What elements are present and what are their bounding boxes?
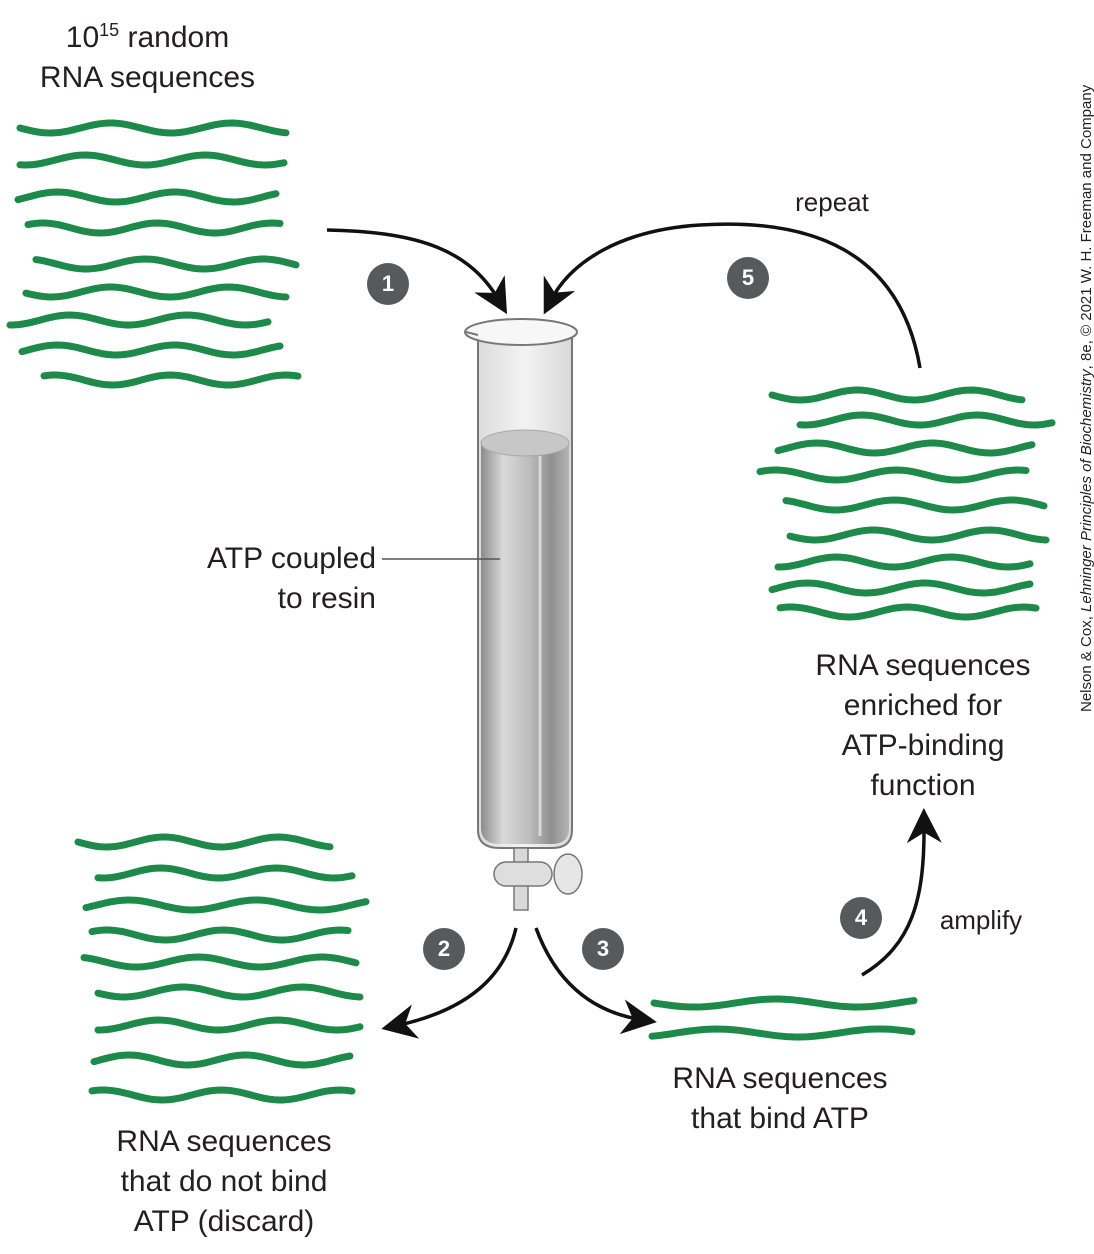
- enriched-label: RNA sequences enriched for ATP-binding f…: [790, 646, 1056, 806]
- rna-strand: [16, 151, 288, 169]
- rna-strand: [16, 119, 290, 137]
- rna-strand: [22, 283, 290, 301]
- copyright-credit: Nelson & Cox, Lehninger Principles of Bi…: [1078, 85, 1094, 712]
- random-pool-label: 1015 random RNA sequences: [20, 18, 275, 98]
- rna-strand: [786, 526, 1050, 544]
- rna-strand: [768, 386, 1026, 404]
- repeat-label: repeat: [795, 187, 869, 217]
- rna-strand: [756, 466, 1030, 484]
- random-rna-pool: [6, 119, 302, 389]
- enriched-label-line4: function: [870, 769, 976, 802]
- resin-label: ATP coupled to resin: [180, 539, 376, 619]
- affinity-column: [464, 318, 583, 911]
- arrow-step-2: [381, 927, 518, 1039]
- binding-rna-pool: [648, 995, 918, 1041]
- rna-strand: [776, 603, 1040, 621]
- bind-label-line2: that bind ATP: [691, 1102, 869, 1135]
- rna-strand: [94, 864, 356, 882]
- rna-strand: [90, 1051, 354, 1069]
- rna-strand: [18, 341, 284, 359]
- rna-strand: [6, 311, 272, 329]
- stopcock-handle: [553, 853, 583, 895]
- random-pool-base: 10: [65, 21, 100, 54]
- rna-strand: [650, 995, 918, 1011]
- credit-authors: Nelson & Cox,: [1078, 611, 1094, 712]
- random-pool-line2: RNA sequences: [39, 61, 256, 94]
- rna-strand: [24, 219, 284, 237]
- arrow-step-1: [326, 228, 508, 315]
- rna-strand: [40, 371, 302, 389]
- rna-strand: [14, 188, 280, 206]
- amplify-label: amplify: [939, 905, 1023, 935]
- rna-strand: [94, 1016, 364, 1034]
- rna-strand: [782, 496, 1048, 514]
- discarded-rna-pool: [74, 833, 370, 1104]
- rna-strand: [796, 411, 1056, 429]
- enriched-label-line2: enriched for: [843, 689, 1003, 722]
- enriched-label-line3: ATP-binding: [841, 729, 1005, 762]
- discard-label: RNA sequences that do not bind ATP (disc…: [90, 1122, 358, 1242]
- arrow-step-3: [534, 927, 657, 1035]
- enriched-rna-pool: [756, 386, 1056, 621]
- rna-strand: [80, 953, 360, 971]
- rna-strand: [32, 255, 300, 273]
- random-pool-exponent: 15: [99, 20, 120, 40]
- random-pool-word: random: [119, 21, 230, 54]
- rna-strand: [88, 1086, 356, 1104]
- step-badge-3: 3: [582, 928, 624, 970]
- resin-label-line2: to resin: [277, 582, 376, 615]
- arrow-step-4: [861, 808, 942, 977]
- stopcock-body: [493, 861, 553, 887]
- rna-strand: [82, 896, 370, 914]
- credit-title: Lehninger Principles of Biochemistry: [1078, 369, 1094, 612]
- enriched-label-line1: RNA sequences: [815, 649, 1031, 682]
- rna-strand: [774, 553, 1034, 571]
- rna-strand: [88, 926, 352, 944]
- step-badge-4: 4: [840, 897, 882, 939]
- rna-strand: [74, 833, 334, 851]
- step-badge-1: 1: [367, 263, 409, 305]
- resin-label-line1: ATP coupled: [207, 542, 376, 575]
- resin-top: [480, 429, 570, 457]
- bind-label-line1: RNA sequences: [672, 1062, 888, 1095]
- rna-strand: [648, 1025, 916, 1041]
- discard-label-line3: ATP (discard): [133, 1205, 315, 1238]
- step-badge-5: 5: [727, 257, 769, 299]
- arrow-step-5: [543, 222, 922, 369]
- rna-strand: [94, 983, 364, 1001]
- discard-label-line1: RNA sequences: [116, 1125, 332, 1158]
- column-rim: [464, 318, 578, 346]
- rna-strand: [774, 439, 1036, 457]
- discard-label-line2: that do not bind: [120, 1165, 328, 1198]
- credit-rest: , 8e, © 2021 W. H. Freeman and Company: [1078, 84, 1094, 370]
- bind-label: RNA sequences that bind ATP: [650, 1059, 910, 1139]
- rna-strand: [768, 579, 1034, 597]
- column-resin: [481, 443, 569, 844]
- step-badge-2: 2: [423, 928, 465, 970]
